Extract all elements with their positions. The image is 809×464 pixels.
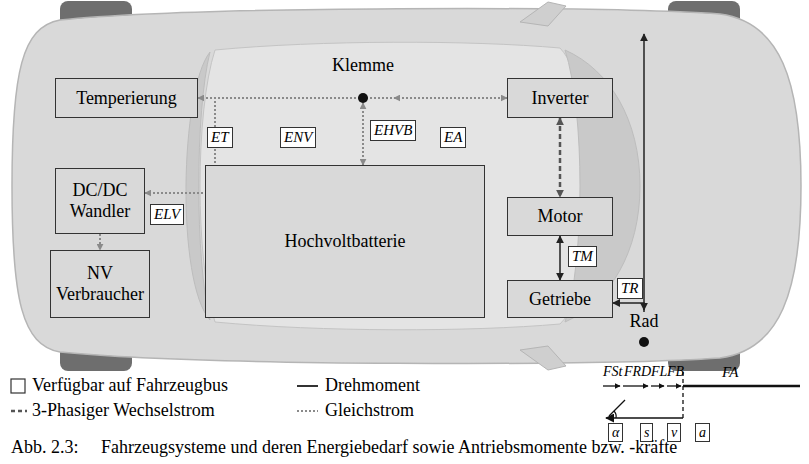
system-box: DC/DC Wandler [55, 168, 145, 234]
force-label: FB [667, 364, 684, 379]
system-box: NV Verbraucher [50, 250, 150, 318]
legend-ac-sample [11, 410, 27, 413]
force-label: FL [651, 364, 667, 379]
bus-signal-label: EHVB [370, 120, 416, 141]
system-box: Getriebe [507, 280, 613, 318]
node-label: DC/DC Wandler [56, 180, 144, 221]
terminal-dot [358, 93, 368, 103]
legend-torque-sample [297, 385, 318, 387]
node-label: Rad [630, 312, 659, 330]
node-label: Hochvoltbatterie [285, 231, 406, 252]
battery-box: Hochvoltbatterie [205, 165, 485, 318]
dc-connector [99, 234, 101, 250]
angle-arc [614, 411, 616, 418]
mirror [520, 346, 566, 370]
node-label: Motor [538, 206, 583, 227]
bus-signal-label: a [695, 423, 710, 442]
box-text-group: NV Verbraucher [51, 263, 149, 304]
box-text-group: Motor [538, 206, 583, 227]
car-body [12, 9, 801, 364]
system-box: Temperierung [55, 78, 198, 118]
box-text-group: Hochvoltbatterie [285, 231, 406, 252]
dc-connector [362, 103, 364, 165]
force-label: FA [722, 364, 738, 381]
node-label: NV Verbraucher [51, 263, 149, 304]
bus-signal-label: TM [568, 246, 597, 267]
node-label: Klemme [332, 56, 394, 74]
bus-signal-label: EA [440, 127, 466, 148]
node-label: Inverter [532, 88, 589, 109]
figure-caption: Abb. 2.3: Fahrzeugsysteme und deren Ener… [11, 438, 677, 458]
ac-connector [559, 118, 562, 197]
box-text-group: Inverter [532, 88, 589, 109]
bus-signal-label: ET [207, 127, 233, 148]
axle-torque [643, 34, 645, 310]
terminal-node: Klemme [332, 56, 394, 103]
system-box: Motor [507, 197, 613, 236]
dc-connector [394, 97, 507, 99]
bus-signal-label: ELV [150, 204, 184, 225]
drive-force-line [683, 385, 800, 388]
mirror [520, 2, 566, 26]
force-label: FRD [624, 364, 651, 379]
box-text-group: Temperierung [76, 88, 177, 109]
motion-arrow [606, 417, 683, 418]
force-label: FSt [603, 364, 622, 379]
wheel-node: Rad [630, 312, 659, 347]
legend-bus-sample [11, 379, 25, 393]
legend-text: 3-Phasiger Wechselstrom [32, 401, 215, 421]
legend-text: Drehmoment [325, 376, 420, 396]
legend-dc-sample [297, 410, 318, 412]
force-arrow [603, 385, 620, 386]
slope-symbol [609, 400, 625, 416]
torque-connector [613, 303, 644, 312]
box-text-group: DC/DC Wandler [56, 180, 144, 221]
legend-text: Gleichstrom [325, 401, 414, 421]
legend-text: Verfügbar auf Fahrzeugbus [32, 376, 228, 396]
terminal-dot [639, 337, 649, 347]
system-box: Inverter [507, 78, 613, 118]
box-text-group: Getriebe [529, 289, 591, 310]
force-arrow [623, 385, 648, 386]
force-arrow [667, 385, 681, 386]
bus-signal-label: ENV [280, 127, 316, 148]
torque-connector [559, 236, 561, 280]
node-label: Getriebe [529, 289, 591, 310]
force-arrow [651, 385, 664, 386]
node-label: Temperierung [76, 88, 177, 109]
bus-signal-label: TR [617, 278, 643, 299]
